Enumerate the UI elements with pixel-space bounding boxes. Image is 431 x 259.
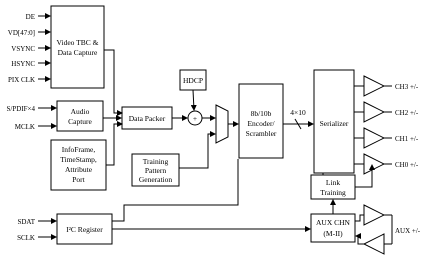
training-pattern-block: [131, 153, 180, 187]
encoder-block: [238, 83, 284, 159]
aux-chn-block: [310, 213, 356, 243]
video-tbc-block: [50, 5, 105, 89]
hdcp-label: HDCP: [183, 76, 203, 85]
infoframe-label-4: Port: [72, 175, 85, 184]
serializer-block: [313, 69, 355, 174]
output-ch0: CH0 +/-: [395, 161, 419, 169]
data-packer-label: Data Packer: [129, 114, 166, 123]
input-vsync: VSYNC: [11, 45, 35, 53]
output-ch1: CH1 +/-: [395, 135, 419, 143]
infoframe-label-2: TimeStamp,: [60, 155, 97, 164]
input-pixclk: PIX CLK: [8, 76, 35, 84]
encoder-label-2: Encoder/: [247, 119, 275, 128]
input-sdat: SDAT: [17, 218, 35, 226]
output-ch2: CH2 +/-: [395, 109, 419, 117]
input-arrows: [38, 13, 57, 240]
input-hsync: HSYNC: [11, 60, 35, 68]
bus-width-label: 4×10: [290, 108, 306, 117]
connection-lines: [103, 49, 393, 245]
adder-symbol: +: [193, 114, 197, 123]
ch3-buffer: [363, 75, 386, 97]
audio-capture-block: [56, 100, 104, 132]
encoder-label-1: 8b/10b: [251, 109, 272, 118]
output-ch3: CH3 +/-: [395, 83, 419, 91]
training-pattern-label-1: Training: [143, 157, 169, 166]
input-spdif: S/PDIF×4: [7, 105, 36, 113]
aux-chn-label-1: AUX CHN: [316, 218, 351, 227]
video-tbc-label-1: Video TBC &: [57, 38, 99, 47]
encoder-label-3: Scrambler: [246, 129, 277, 138]
mux-shape: [215, 104, 229, 144]
link-training-label-2: Training: [320, 188, 346, 197]
training-pattern-label-2: Pattern: [145, 166, 166, 175]
aux-out-buffer: [363, 204, 386, 226]
link-training-block: [310, 174, 356, 200]
audio-capture-label-1: Audio: [71, 107, 90, 116]
input-de: DE: [26, 13, 35, 21]
ch0-buffer: [363, 153, 386, 175]
audio-capture-label-2: Capture: [68, 117, 92, 126]
ch1-buffer: [363, 127, 386, 149]
infoframe-label-1: InfoFrame,: [62, 145, 96, 154]
link-training-label-1: Link: [326, 178, 340, 187]
input-vd: VD[47:0]: [8, 29, 35, 37]
training-pattern-label-3: Generation: [139, 175, 173, 184]
i2c-register-label: I²C Register: [66, 225, 103, 234]
aux-chn-label-2: (M-II): [323, 229, 343, 238]
serializer-label: Serializer: [320, 119, 349, 128]
output-aux: AUX +/-: [395, 227, 421, 235]
aux-in-buffer: [362, 233, 385, 255]
input-mclk: MCLK: [15, 123, 35, 131]
ch2-buffer: [363, 101, 386, 123]
input-sclk: SCLK: [17, 234, 35, 242]
infoframe-label-3: Attribute: [65, 165, 93, 174]
video-tbc-label-2: Data Capture: [58, 48, 98, 57]
i2c-register-block: [56, 213, 113, 245]
